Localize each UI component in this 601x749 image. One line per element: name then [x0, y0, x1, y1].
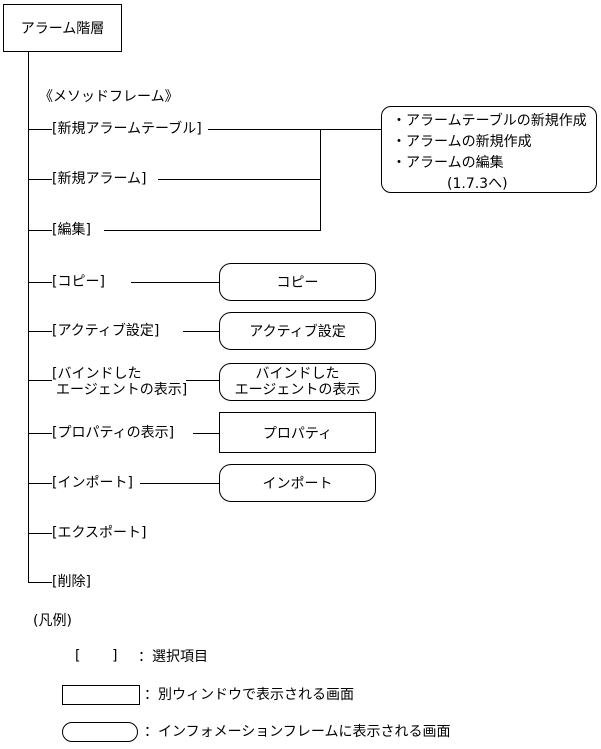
legend-bracket-open: [ [75, 648, 81, 664]
connector-line [131, 282, 220, 283]
legend-window-box-sample [62, 685, 140, 705]
screen-bound-agents-box: バインドした エージェントの表示 [219, 363, 376, 401]
note-line: ・アラームテーブルの新規作成 [392, 113, 587, 129]
screen-properties-label: プロパティ [262, 425, 333, 442]
screen-bound-agents-label-line2: エージェントの表示 [234, 382, 361, 398]
connector-line [158, 179, 321, 180]
tree-item-delete: [削除] [52, 574, 91, 590]
note-section-reference: (1.7.3へ) [447, 176, 508, 192]
screen-active-setting-label: アクティブ設定 [249, 324, 346, 340]
alarm-hierarchy-box: アラーム階層 [3, 4, 122, 52]
legend-window-label: ：別ウィンドウで表示される画面 [144, 687, 354, 703]
branch-line [28, 179, 52, 180]
connector-line [104, 230, 321, 231]
branch-line [28, 282, 52, 283]
tree-item-import: [インポート] [52, 475, 133, 491]
tree-item-show-properties: [プロパティの表示] [52, 425, 175, 441]
legend-title: (凡例) [33, 613, 72, 629]
alarm-hierarchy-label: アラーム階層 [20, 21, 105, 37]
screen-note-box: ・アラームテーブルの新規作成 ・アラームの新規作成 ・アラームの編集 (1.7.… [381, 106, 597, 193]
note-line: ・アラームの編集 [392, 155, 504, 171]
tree-item-edit: [編集] [52, 222, 91, 238]
connector-line [183, 331, 220, 332]
tree-item-copy: [コピー] [52, 274, 105, 290]
note-line: ・アラームの新規作成 [392, 134, 532, 150]
screen-copy-box: コピー [219, 263, 376, 301]
screen-active-setting-box: アクティブ設定 [219, 312, 376, 350]
legend-selection-label: ：選択項目 [138, 649, 208, 665]
junction-line [320, 129, 321, 231]
trunk-line [28, 52, 29, 582]
method-frame-label: 《メソッドフレーム》 [39, 89, 179, 105]
legend-rounded-box-sample [62, 722, 138, 742]
screen-bound-agents-label-line1: バインドした [255, 366, 340, 382]
connector-line [140, 483, 220, 484]
branch-line [28, 129, 52, 130]
connector-line [186, 380, 220, 381]
branch-line [28, 533, 52, 534]
tree-item-new-alarm-table: [新規アラームテーブル] [52, 121, 202, 137]
connector-line [208, 129, 382, 130]
tree-item-bound-agents: [バインドした エージェントの表示] [52, 366, 187, 398]
tree-item-new-alarm: [新規アラーム] [52, 171, 147, 187]
tree-item-active-setting: [アクティブ設定] [52, 323, 160, 339]
legend-frame-label: ：インフォメーションフレームに表示される画面 [144, 724, 451, 740]
branch-line [28, 582, 52, 583]
tree-item-bound-agents-line2: エージェントの表示] [56, 382, 188, 398]
branch-line [28, 380, 52, 381]
screen-properties-box: プロパティ [219, 412, 376, 453]
screen-import-box: インポート [219, 464, 376, 502]
branch-line [28, 433, 52, 434]
tree-item-bound-agents-line1: [バインドした [52, 366, 142, 382]
tree-item-export: [エクスポート] [52, 525, 147, 541]
branch-line [28, 331, 52, 332]
legend-bracket-close: ] [112, 648, 118, 664]
branch-line [28, 230, 52, 231]
branch-line [28, 483, 52, 484]
connector-line [193, 433, 220, 434]
screen-import-label: インポート [262, 476, 333, 492]
screen-copy-label: コピー [276, 275, 319, 291]
